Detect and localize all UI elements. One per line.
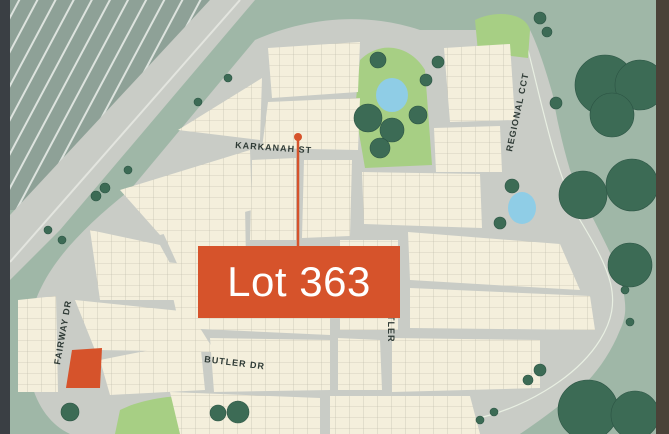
photo-edge-right [654, 0, 669, 434]
highlighted-lot[interactable] [66, 348, 102, 388]
lot-pointer-dot [294, 133, 302, 141]
trees [43, 11, 656, 434]
highway-edge [10, 0, 241, 263]
walking-path [469, 19, 614, 421]
photo-edge-left [0, 0, 12, 434]
lot-label-text: Lot 363 [227, 258, 371, 305]
striped-field [10, 0, 210, 210]
lot-label-badge[interactable]: Lot 363 [198, 246, 400, 318]
pond-east [508, 192, 536, 224]
street-label-butler-vertical: BUTLER [386, 300, 396, 343]
highway-road [10, 0, 255, 280]
pond-central [376, 78, 408, 112]
